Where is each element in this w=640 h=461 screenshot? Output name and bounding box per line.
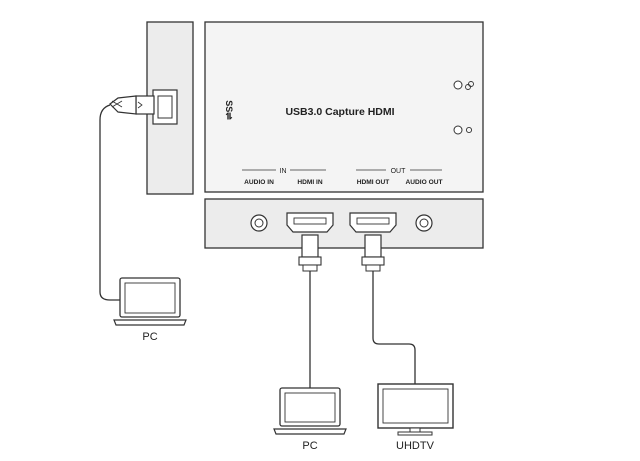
hdmi-plug-icon bbox=[298, 234, 322, 272]
usb3-logo: SS⇌ bbox=[224, 100, 234, 120]
audio-out-label: AUDIO OUT bbox=[406, 179, 443, 186]
pc-bottom-label: PC bbox=[302, 440, 317, 452]
hdmi-in-port bbox=[286, 212, 334, 233]
pc-left-label: PC bbox=[142, 331, 157, 343]
device-top-panel: SS⇌ USB3.0 Capture HDMI IN OUT AUDIO IN … bbox=[204, 21, 484, 193]
hdmi-out-port bbox=[349, 212, 397, 233]
audio-in-label: AUDIO IN bbox=[244, 179, 274, 186]
audio-out-jack bbox=[415, 214, 433, 232]
tv-label: UHDTV bbox=[396, 440, 435, 452]
audio-in-jack bbox=[250, 214, 268, 232]
hdmi-cable-out bbox=[372, 271, 416, 384]
out-group-label: OUT bbox=[391, 168, 407, 175]
in-group-label: IN bbox=[280, 168, 287, 175]
hdmi-in-label: HDMI IN bbox=[297, 179, 323, 186]
usb-cable bbox=[99, 104, 120, 301]
device-front-panel bbox=[204, 198, 484, 249]
link-led-icon bbox=[453, 80, 474, 90]
device-title: USB3.0 Capture HDMI bbox=[285, 106, 394, 118]
side-panel bbox=[146, 21, 194, 195]
hdmi-out-label: HDMI OUT bbox=[357, 179, 390, 186]
laptop-icon bbox=[273, 387, 347, 435]
power-led-icon bbox=[453, 125, 473, 135]
hdmi-plug-icon bbox=[361, 234, 385, 272]
usb-plug-icon bbox=[109, 95, 155, 115]
laptop-icon bbox=[113, 277, 187, 326]
monitor-icon bbox=[377, 383, 454, 436]
